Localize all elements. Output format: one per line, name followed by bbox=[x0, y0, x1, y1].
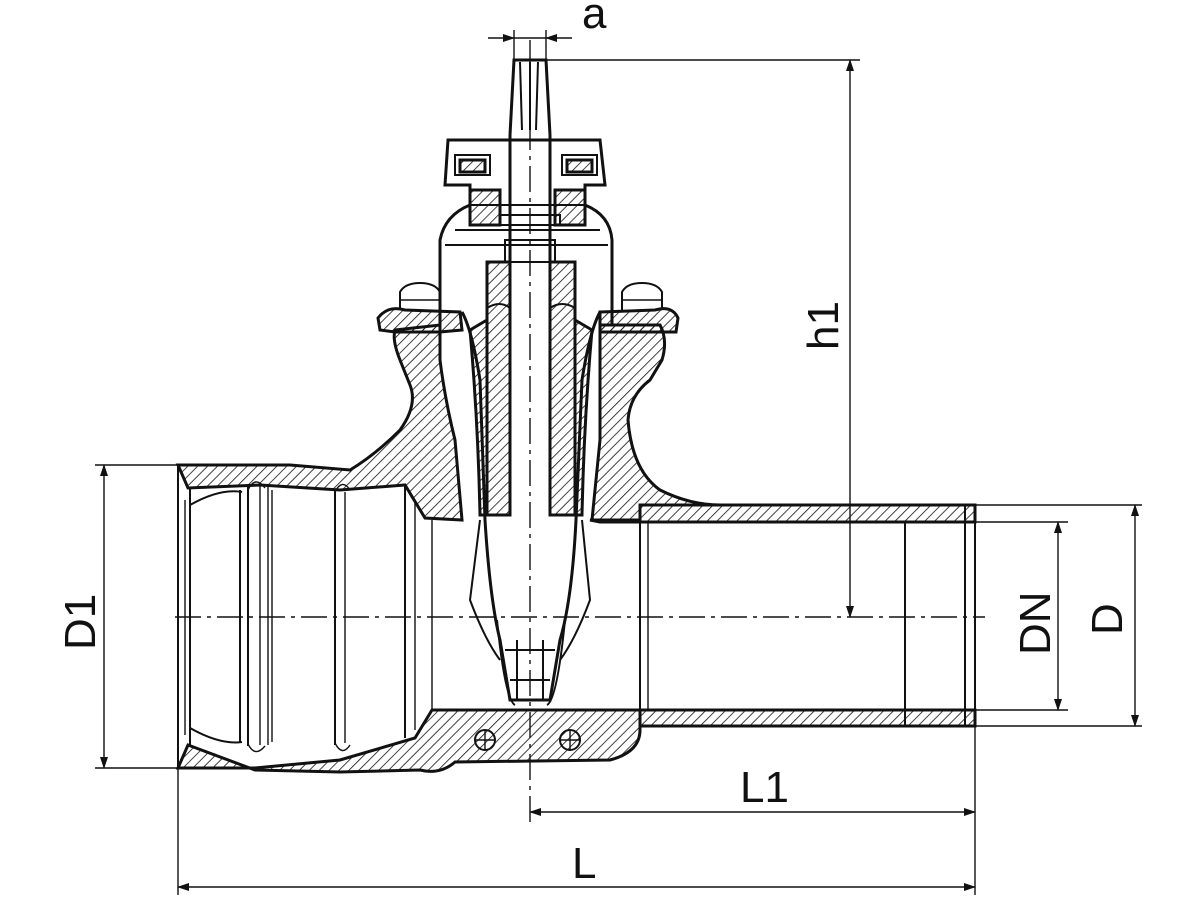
spigot-bottom-wall bbox=[638, 708, 977, 728]
socket-end-top-wall bbox=[175, 323, 464, 522]
spigot-top-wall bbox=[589, 503, 977, 524]
bolt-head-right bbox=[621, 281, 663, 310]
bonnet-flange-right bbox=[598, 307, 680, 334]
dim-label-L: L bbox=[572, 839, 596, 888]
bonnet-cover bbox=[438, 138, 614, 325]
bolt-head-left bbox=[399, 281, 441, 310]
stem-nut-left bbox=[485, 260, 512, 517]
spigot-bore bbox=[639, 505, 976, 727]
dimension-a: a bbox=[488, 0, 607, 60]
dim-label-D1: D1 bbox=[56, 594, 105, 650]
dim-label-a: a bbox=[582, 0, 607, 38]
dimension-L1: L1 bbox=[529, 726, 976, 822]
bonnet-flange-left bbox=[376, 307, 464, 334]
dim-label-h1: h1 bbox=[799, 301, 848, 350]
dimension-h1: h1 bbox=[546, 59, 860, 618]
dimension-D1: D1 bbox=[56, 464, 178, 769]
dim-label-D: D bbox=[1083, 603, 1132, 635]
dim-label-DN: DN bbox=[1011, 591, 1060, 655]
valve-body bbox=[175, 307, 977, 774]
dimension-DN: DN bbox=[975, 521, 1068, 711]
dimension-L: L bbox=[177, 768, 976, 895]
bonnet-right-wall bbox=[590, 323, 721, 522]
dim-label-L1: L1 bbox=[740, 763, 789, 812]
stem-nut-right bbox=[548, 260, 577, 517]
bonnet-assembly bbox=[399, 58, 663, 706]
dimension-D: D bbox=[975, 504, 1142, 727]
